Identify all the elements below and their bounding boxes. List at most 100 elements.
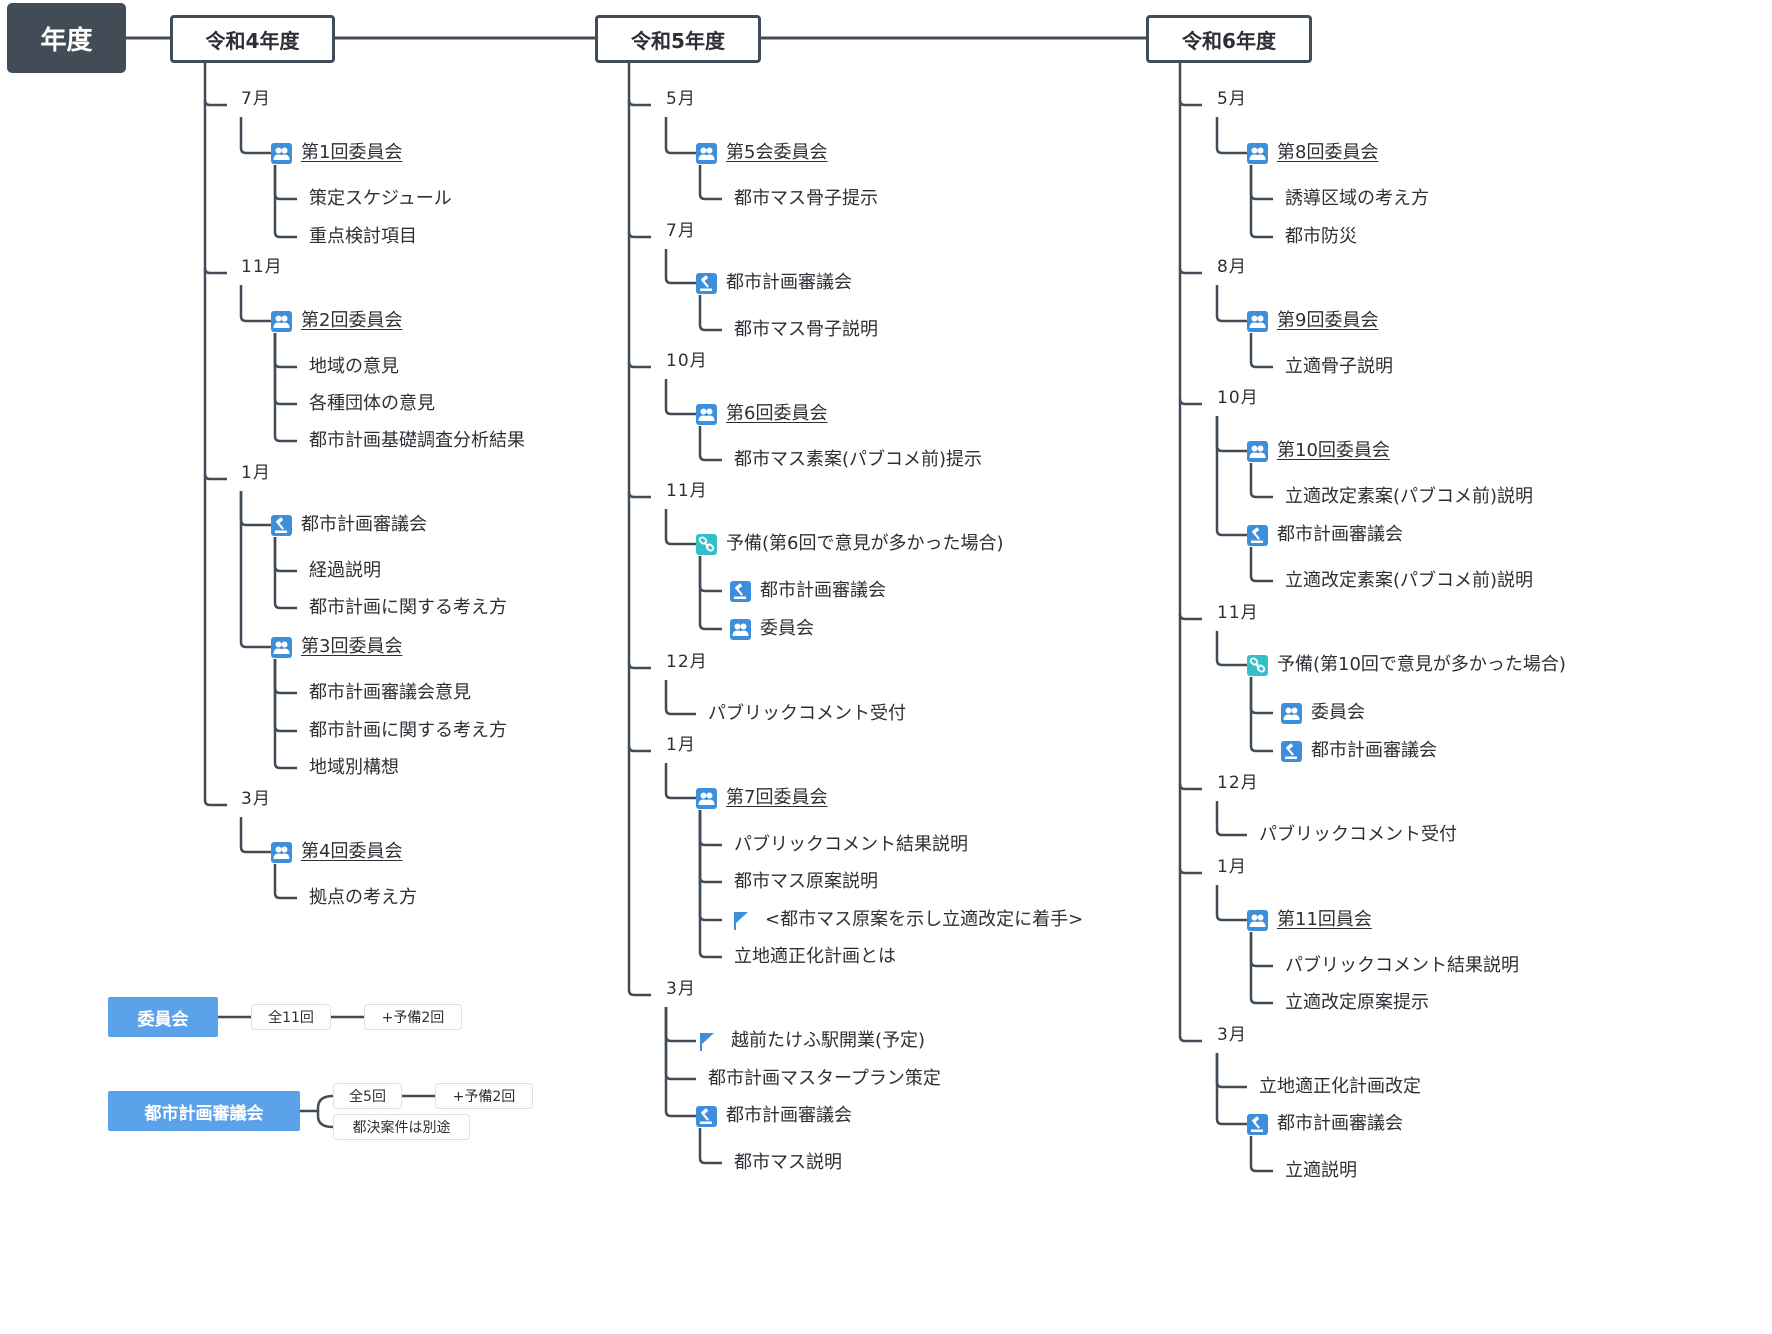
detail-node: 都市マス骨子提示 (734, 187, 878, 211)
committee-icon (1281, 702, 1302, 724)
item-text: 都市マス素案(パブコメ前)提示 (734, 449, 983, 470)
meeting-link[interactable]: 第10回委員会 (1277, 440, 1390, 461)
month-node: 7月 (666, 219, 696, 243)
meeting-node[interactable]: 第2回委員会 (271, 309, 402, 333)
detail-node: 都市防災 (1285, 225, 1357, 249)
meeting-node[interactable]: 第9回委員会 (1247, 309, 1378, 333)
legend-council-note-text: 都決案件は別途 (352, 1120, 451, 1136)
item-text: 都市マス骨子提示 (734, 188, 878, 209)
item-text: 都市マス骨子説明 (734, 319, 878, 340)
month-label: 5月 (666, 88, 696, 109)
meeting-link[interactable]: 第5会委員会 (726, 142, 828, 163)
legend-council-total-text: 全5回 (349, 1089, 386, 1105)
month-label: 11月 (666, 480, 708, 501)
item-text: 都市計画審議会 (760, 580, 886, 601)
flag-icon (730, 910, 751, 931)
detail-node: 拠点の考え方 (309, 886, 417, 910)
month-label: 11月 (241, 256, 283, 277)
item-text: 立適改定素案(パブコメ前)説明 (1285, 486, 1534, 507)
meeting-node[interactable]: 第6回委員会 (696, 402, 827, 426)
item-text: 委員会 (1311, 702, 1365, 723)
committee-icon (696, 403, 717, 425)
item-text: 都市防災 (1285, 226, 1357, 247)
event-node: パブリックコメント受付 (708, 702, 906, 726)
month-node: 12月 (1217, 771, 1259, 795)
item-text: <都市マス原案を示し立適改定に着手> (765, 909, 1084, 930)
council-icon (1281, 740, 1302, 762)
meeting-node[interactable]: 第5会委員会 (696, 141, 827, 165)
event-node: 都市計画審議会 (1247, 1112, 1403, 1136)
item-text: 都市計画審議会 (1277, 524, 1403, 545)
meeting-node[interactable]: 第4回委員会 (271, 840, 402, 864)
meeting-link[interactable]: 第9回委員会 (1277, 310, 1379, 331)
council-icon (696, 272, 717, 294)
event-node: 都市計画審議会 (696, 1104, 852, 1128)
detail-node: 都市計画審議会 (730, 579, 886, 603)
item-text: 重点検討項目 (309, 226, 417, 247)
committee-icon (271, 636, 292, 658)
committee-icon (730, 618, 751, 640)
flag-icon (696, 1031, 717, 1052)
item-text: 都市計画基礎調査分析結果 (309, 430, 525, 451)
month-label: 11月 (1217, 602, 1259, 623)
meeting-link[interactable]: 第4回委員会 (301, 841, 403, 862)
item-text: 予備(第6回で意見が多かった場合) (726, 533, 1004, 554)
item-text: 経過説明 (309, 560, 381, 581)
committee-icon (271, 310, 292, 332)
event-node: 予備(第10回で意見が多かった場合) (1247, 653, 1566, 677)
item-text: 都市マス説明 (734, 1152, 842, 1173)
month-node: 12月 (666, 650, 708, 674)
month-label: 3月 (1217, 1024, 1247, 1045)
meeting-link[interactable]: 第3回委員会 (301, 636, 403, 657)
month-node: 3月 (241, 787, 271, 811)
item-text: 地域別構想 (309, 757, 399, 778)
meeting-node[interactable]: 第7回委員会 (696, 786, 827, 810)
month-label: 7月 (241, 88, 271, 109)
month-node: 10月 (666, 349, 708, 373)
event-node: 都市計画審議会 (696, 271, 852, 295)
committee-icon (1247, 310, 1268, 332)
meeting-link[interactable]: 第2回委員会 (301, 310, 403, 331)
legend-committee-total: 全11回 (251, 1004, 331, 1030)
month-label: 3月 (241, 788, 271, 809)
meeting-link[interactable]: 第1回委員会 (301, 142, 403, 163)
committee-icon (696, 787, 717, 809)
item-text: 都市マス原案説明 (734, 871, 878, 892)
meeting-link[interactable]: 第8回委員会 (1277, 142, 1379, 163)
council-icon (1247, 1113, 1268, 1135)
event-node: 予備(第6回で意見が多かった場合) (696, 532, 1004, 556)
item-text: 都市計画審議会意見 (309, 682, 471, 703)
item-text: 都市計画審議会 (301, 514, 427, 535)
meeting-link[interactable]: 第11回員会 (1277, 909, 1372, 930)
meeting-node[interactable]: 第1回委員会 (271, 141, 402, 165)
month-node: 3月 (666, 977, 696, 1001)
event-node: 都市計画マスタープラン策定 (708, 1067, 941, 1091)
event-node: パブリックコメント受付 (1259, 823, 1457, 847)
item-text: 各種団体の意見 (309, 393, 435, 414)
year-node-r6: 令和6年度 (1146, 15, 1312, 63)
committee-icon (1247, 909, 1268, 931)
meeting-node[interactable]: 第3回委員会 (271, 635, 402, 659)
detail-node: 立適改定素案(パブコメ前)説明 (1285, 485, 1533, 509)
item-text: 拠点の考え方 (309, 887, 417, 908)
meeting-node[interactable]: 第11回員会 (1247, 908, 1372, 932)
detail-node: 重点検討項目 (309, 225, 417, 249)
item-text: 誘導区域の考え方 (1285, 188, 1429, 209)
meeting-node[interactable]: 第10回委員会 (1247, 439, 1390, 463)
detail-node: 誘導区域の考え方 (1285, 187, 1429, 211)
month-label: 1月 (1217, 856, 1247, 877)
detail-node: 都市計画に関する考え方 (309, 596, 507, 620)
item-text: 予備(第10回で意見が多かった場合) (1277, 654, 1566, 675)
meeting-node[interactable]: 第8回委員会 (1247, 141, 1378, 165)
council-icon (730, 580, 751, 602)
event-node: 都市計画審議会 (1247, 523, 1403, 547)
month-label: 12月 (666, 651, 708, 672)
month-label: 10月 (1217, 387, 1259, 408)
meeting-link[interactable]: 第7回委員会 (726, 787, 828, 808)
month-label: 3月 (666, 978, 696, 999)
month-label: 7月 (666, 220, 696, 241)
meeting-link[interactable]: 第6回委員会 (726, 403, 828, 424)
detail-node: 立適改定原案提示 (1285, 991, 1429, 1015)
month-label: 1月 (666, 734, 696, 755)
month-node: 8月 (1217, 255, 1247, 279)
